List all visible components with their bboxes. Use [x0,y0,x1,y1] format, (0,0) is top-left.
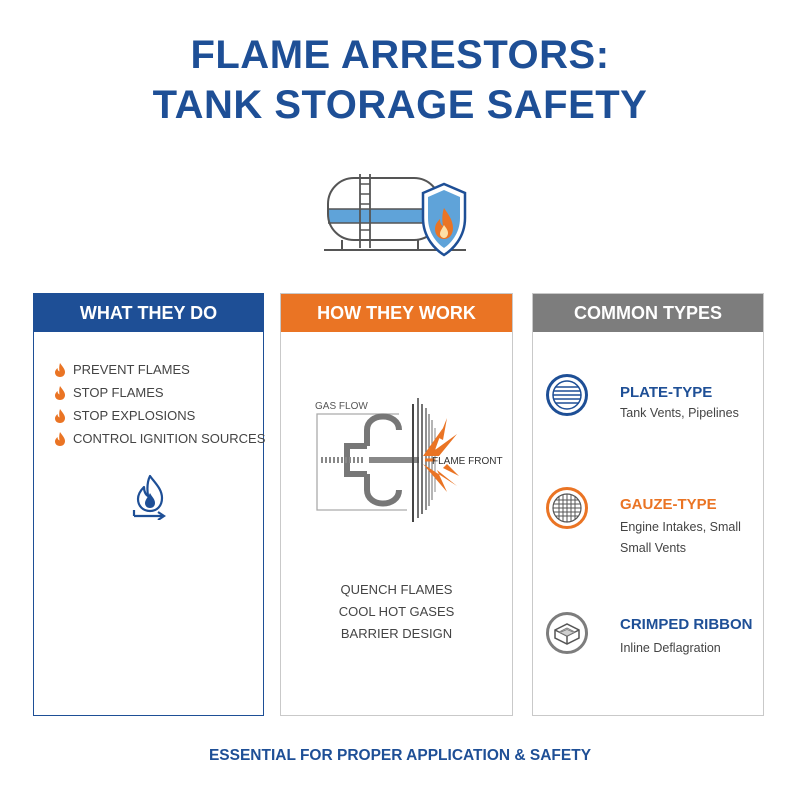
how-they-work-panel: HOW THEY WORK GAS FLOW FLAME FRONT QUENC… [280,293,513,716]
type-description: Engine Intakes, Small Small Vents [620,520,741,555]
storage-tank-with-shield-flame-icon [324,174,467,257]
what-they-do-list: PREVENT FLAMES STOP FLAMES STOP EXPLOSIO… [54,358,265,450]
what-they-do-panel: WHAT THEY DO PREVENT FLAMES STOP FLAMES … [33,293,265,716]
flame-icon [55,408,65,423]
list-item: QUENCH FLAMES [340,582,453,597]
page-title-line-2: TANK STORAGE SAFETY [152,83,648,127]
type-name: CRIMPED RIBBON [620,616,753,633]
type-description: Inline Deflagration [620,641,721,655]
flame-icon [55,385,65,400]
type-name: GAUZE-TYPE [620,496,717,513]
flame-icon [55,362,65,377]
crimped-ribbon-icon [546,612,588,654]
footer-tagline: ESSENTIAL FOR PROPER APPLICATION & SAFET… [208,747,592,764]
common-types-panel: COMMON TYPES PLATE-TYPE Tank Vents, Pipe… [532,293,764,716]
how-they-work-heading: HOW THEY WORK [281,294,512,332]
gas-flow-label: GAS FLOW [315,401,368,412]
flame-front-label: FLAME FRONT [432,456,503,467]
type-name: PLATE-TYPE [620,384,713,401]
list-item: CONTROL IGNITION SOURCES [54,427,265,450]
flame-arrow-icon [132,474,166,520]
gauze-mesh-icon [546,487,588,529]
type-description: Tank Vents, Pipelines [620,406,739,420]
what-they-do-heading: WHAT THEY DO [34,294,263,332]
list-item: STOP EXPLOSIONS [54,404,265,427]
page-title-line-1: FLAME ARRESTORS: [190,33,610,77]
list-item: PREVENT FLAMES [54,358,265,381]
common-types-heading: COMMON TYPES [533,294,763,332]
list-item-label: CONTROL IGNITION SOURCES [73,431,266,446]
list-item: BARRIER DESIGN [340,626,453,641]
how-they-work-list: QUENCH FLAMES COOL HOT GASES BARRIER DES… [281,579,512,645]
list-item-label: STOP EXPLOSIONS [73,408,196,423]
list-item-label: PREVENT FLAMES [73,362,190,377]
flame-arrestor-diagram: GAS FLOW FLAME FRONT [315,398,503,522]
list-item: STOP FLAMES [54,381,265,404]
list-item-label: STOP FLAMES [73,385,164,400]
plate-grid-icon [546,374,588,416]
flame-icon [55,431,65,446]
list-item: COOL HOT GASES [338,604,455,619]
